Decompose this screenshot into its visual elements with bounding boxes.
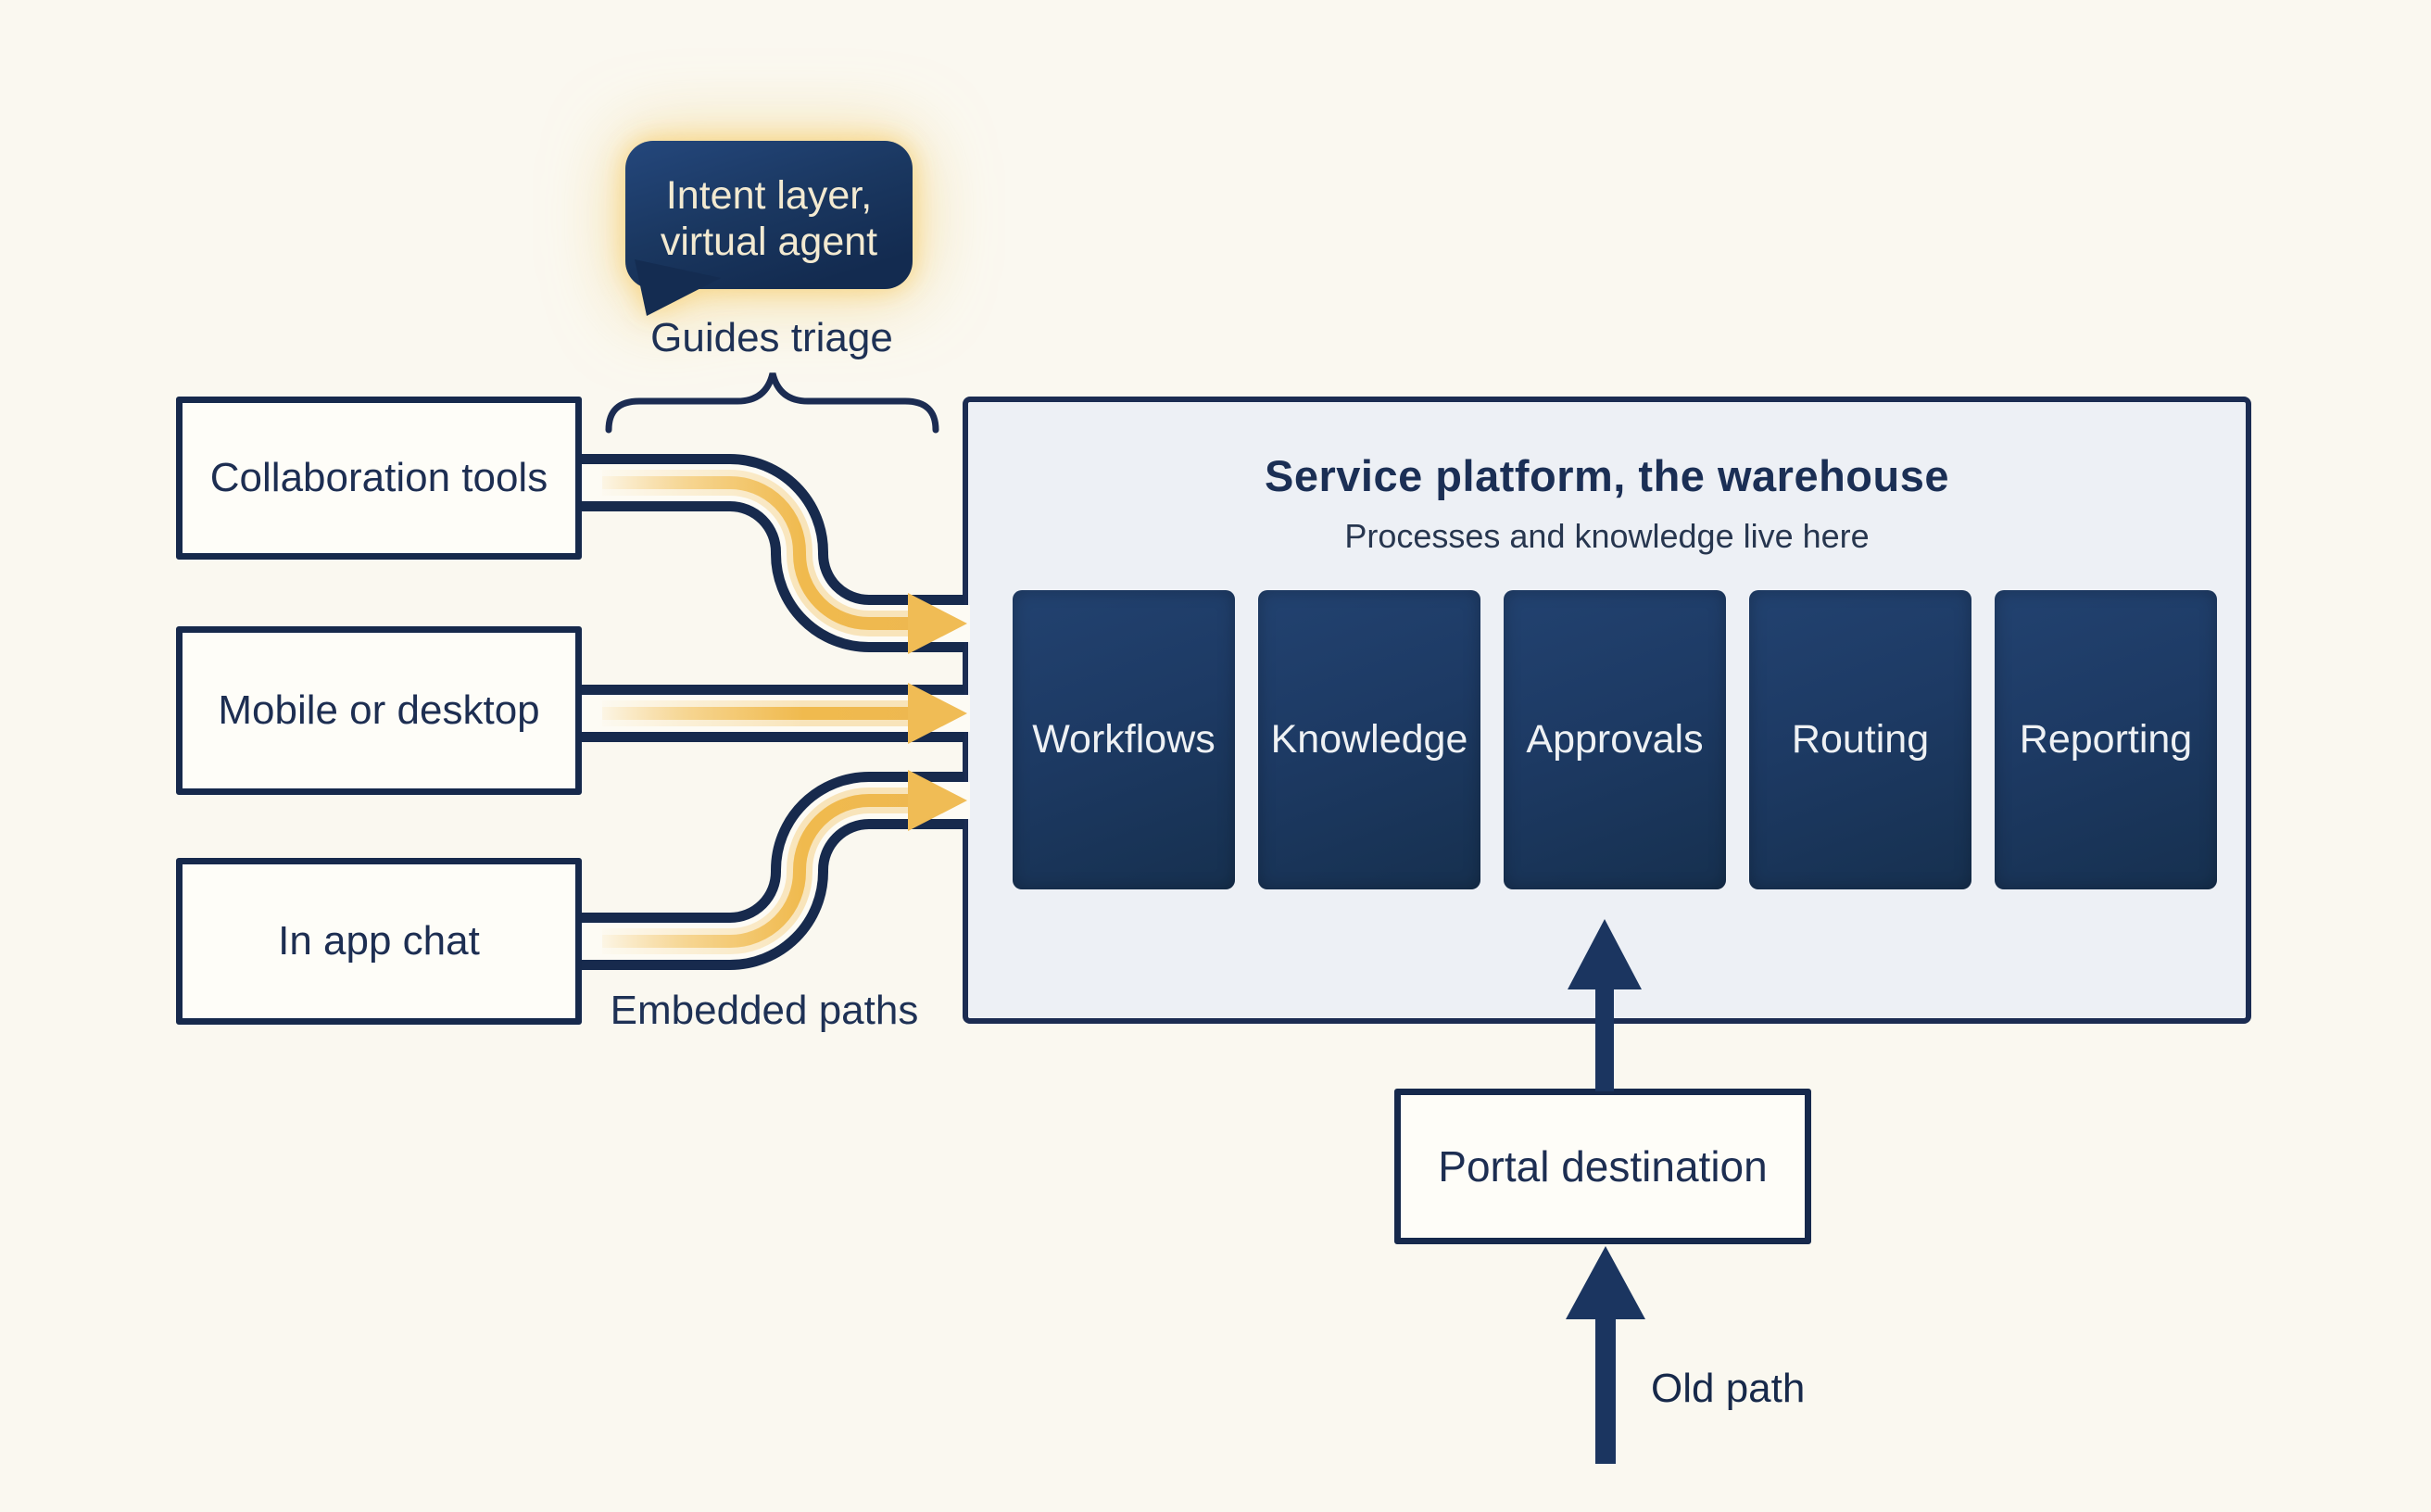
- pipe-in-app-chat: [582, 770, 970, 970]
- guides-triage-caption: Guides triage: [650, 315, 893, 360]
- gold-arrow-icon: [908, 683, 967, 744]
- source-label-collaboration-tools: Collaboration tools: [209, 455, 548, 500]
- platform-modules-row: Workflows Knowledge Approvals Routing Re…: [1013, 590, 2217, 889]
- embedded-paths-caption: Embedded paths: [610, 988, 919, 1033]
- portal-destination-box: Portal destination: [1394, 1089, 1811, 1244]
- source-box-in-app-chat: In app chat: [176, 858, 582, 1025]
- service-platform-container: Service platform, the warehouse Processe…: [963, 397, 2251, 1024]
- module-approvals: Approvals: [1504, 590, 1726, 889]
- platform-subtitle: Processes and knowledge live here: [1344, 517, 1870, 555]
- old-path-arrow-icon: [1566, 1246, 1645, 1464]
- source-label-mobile-or-desktop: Mobile or desktop: [218, 687, 540, 733]
- portal-destination-label: Portal destination: [1438, 1142, 1768, 1191]
- gold-arrow-icon: [908, 770, 967, 831]
- pipe-collaboration-tools: [582, 454, 970, 654]
- bubble-text-line2: virtual agent: [660, 220, 878, 264]
- source-box-collaboration-tools: Collaboration tools: [176, 397, 582, 560]
- module-workflows: Workflows: [1013, 590, 1235, 889]
- module-knowledge: Knowledge: [1258, 590, 1480, 889]
- old-path-caption: Old path: [1651, 1366, 1806, 1411]
- pipe-mobile-or-desktop: [582, 683, 970, 744]
- bubble-text-line1: Intent layer,: [665, 173, 873, 218]
- platform-title: Service platform, the warehouse: [1264, 451, 1950, 500]
- module-reporting: Reporting: [1995, 590, 2217, 889]
- source-label-in-app-chat: In app chat: [278, 918, 480, 964]
- bubble-text: Intent layer, virtual agent: [625, 172, 913, 265]
- source-box-mobile-or-desktop: Mobile or desktop: [176, 626, 582, 795]
- module-routing: Routing: [1749, 590, 1971, 889]
- gold-arrow-icon: [908, 593, 967, 654]
- guides-triage-brace: [605, 372, 939, 434]
